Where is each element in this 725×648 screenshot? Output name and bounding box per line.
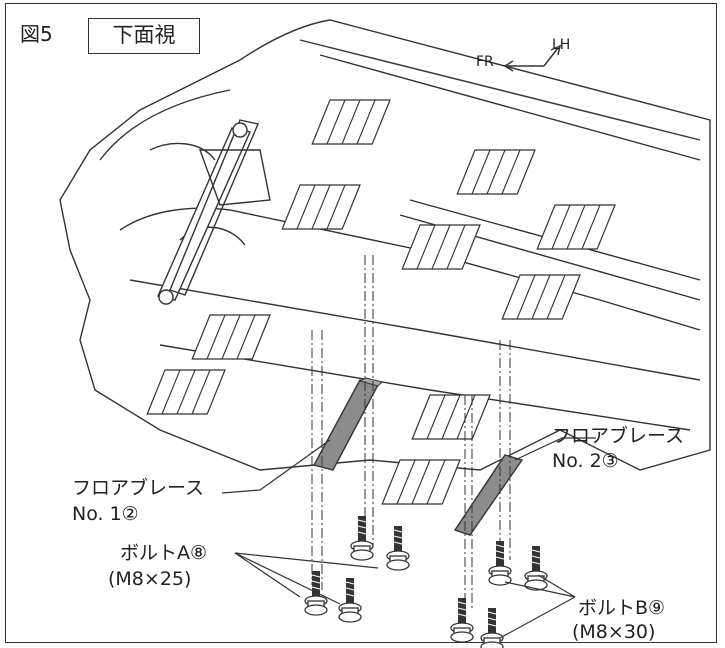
direction-front-label: FR	[476, 54, 494, 70]
bolt-b-spec-label: (M8×30)	[572, 621, 656, 643]
brace1-part-label: No. 1②	[72, 503, 139, 525]
figure-number: 図5	[20, 22, 53, 46]
bolts-a	[305, 516, 409, 622]
brace2-name-label: フロアブレース	[552, 425, 685, 447]
floor-brace-1	[312, 377, 383, 471]
leader-lines	[221, 437, 596, 639]
view-title: 下面視	[88, 18, 200, 54]
direction-arrows	[503, 44, 562, 72]
direction-left-label: LH	[552, 37, 571, 53]
suspension-member	[157, 119, 271, 305]
bolt-a-name-label: ボルトA⑧	[120, 542, 208, 564]
bolt-a-spec-label: (M8×25)	[108, 568, 192, 590]
brace2-part-label: No. 2③	[552, 450, 619, 472]
bolt-b-name-label: ボルトB⑨	[578, 597, 666, 619]
bolt-axis-lines	[311, 255, 511, 610]
brace1-name-label: フロアブレース	[72, 477, 205, 499]
